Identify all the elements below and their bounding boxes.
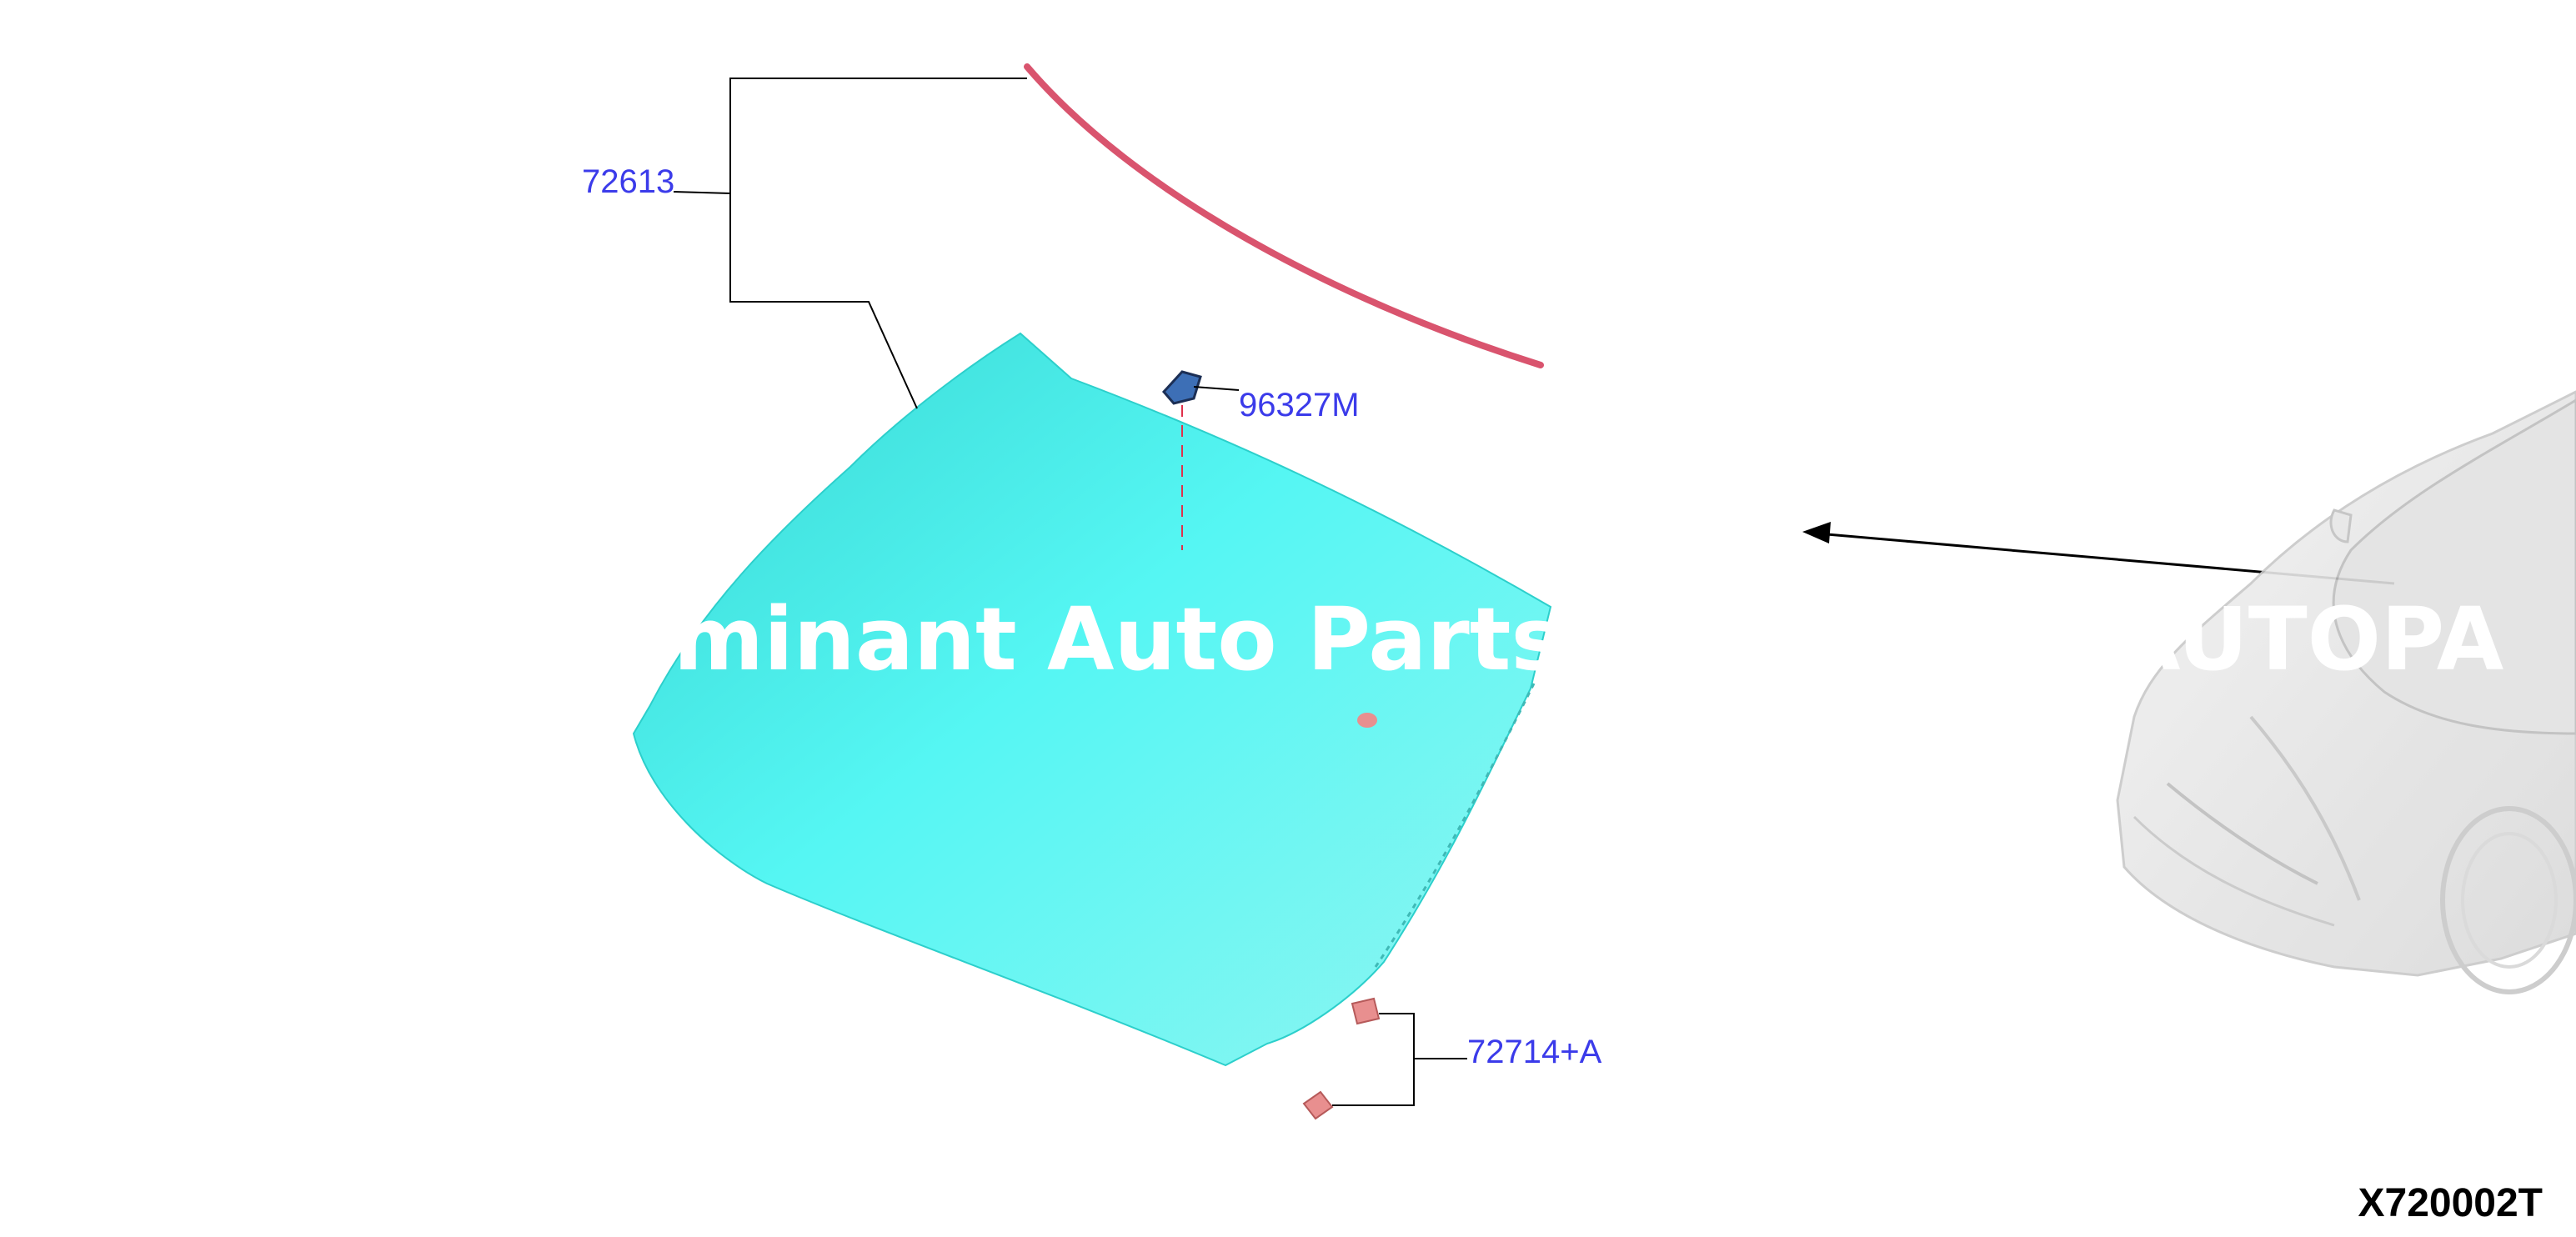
moulding-strip-icon[interactable]: [1024, 63, 1544, 368]
diagram-code: X720002T: [2358, 1181, 2543, 1225]
spacer-clip-icon[interactable]: [1302, 997, 1467, 1120]
part-number-72714a[interactable]: 72714+A: [1467, 1034, 1602, 1070]
mirror-base-icon[interactable]: [1161, 370, 1240, 550]
part-number-96327m[interactable]: 96327M: [1239, 387, 1360, 423]
leader-line-72613: [673, 78, 1027, 409]
part-number-72613[interactable]: 72613: [582, 163, 675, 200]
windshield-glass-icon[interactable]: [632, 332, 1552, 1067]
car-reference-icon: [2116, 390, 2576, 994]
